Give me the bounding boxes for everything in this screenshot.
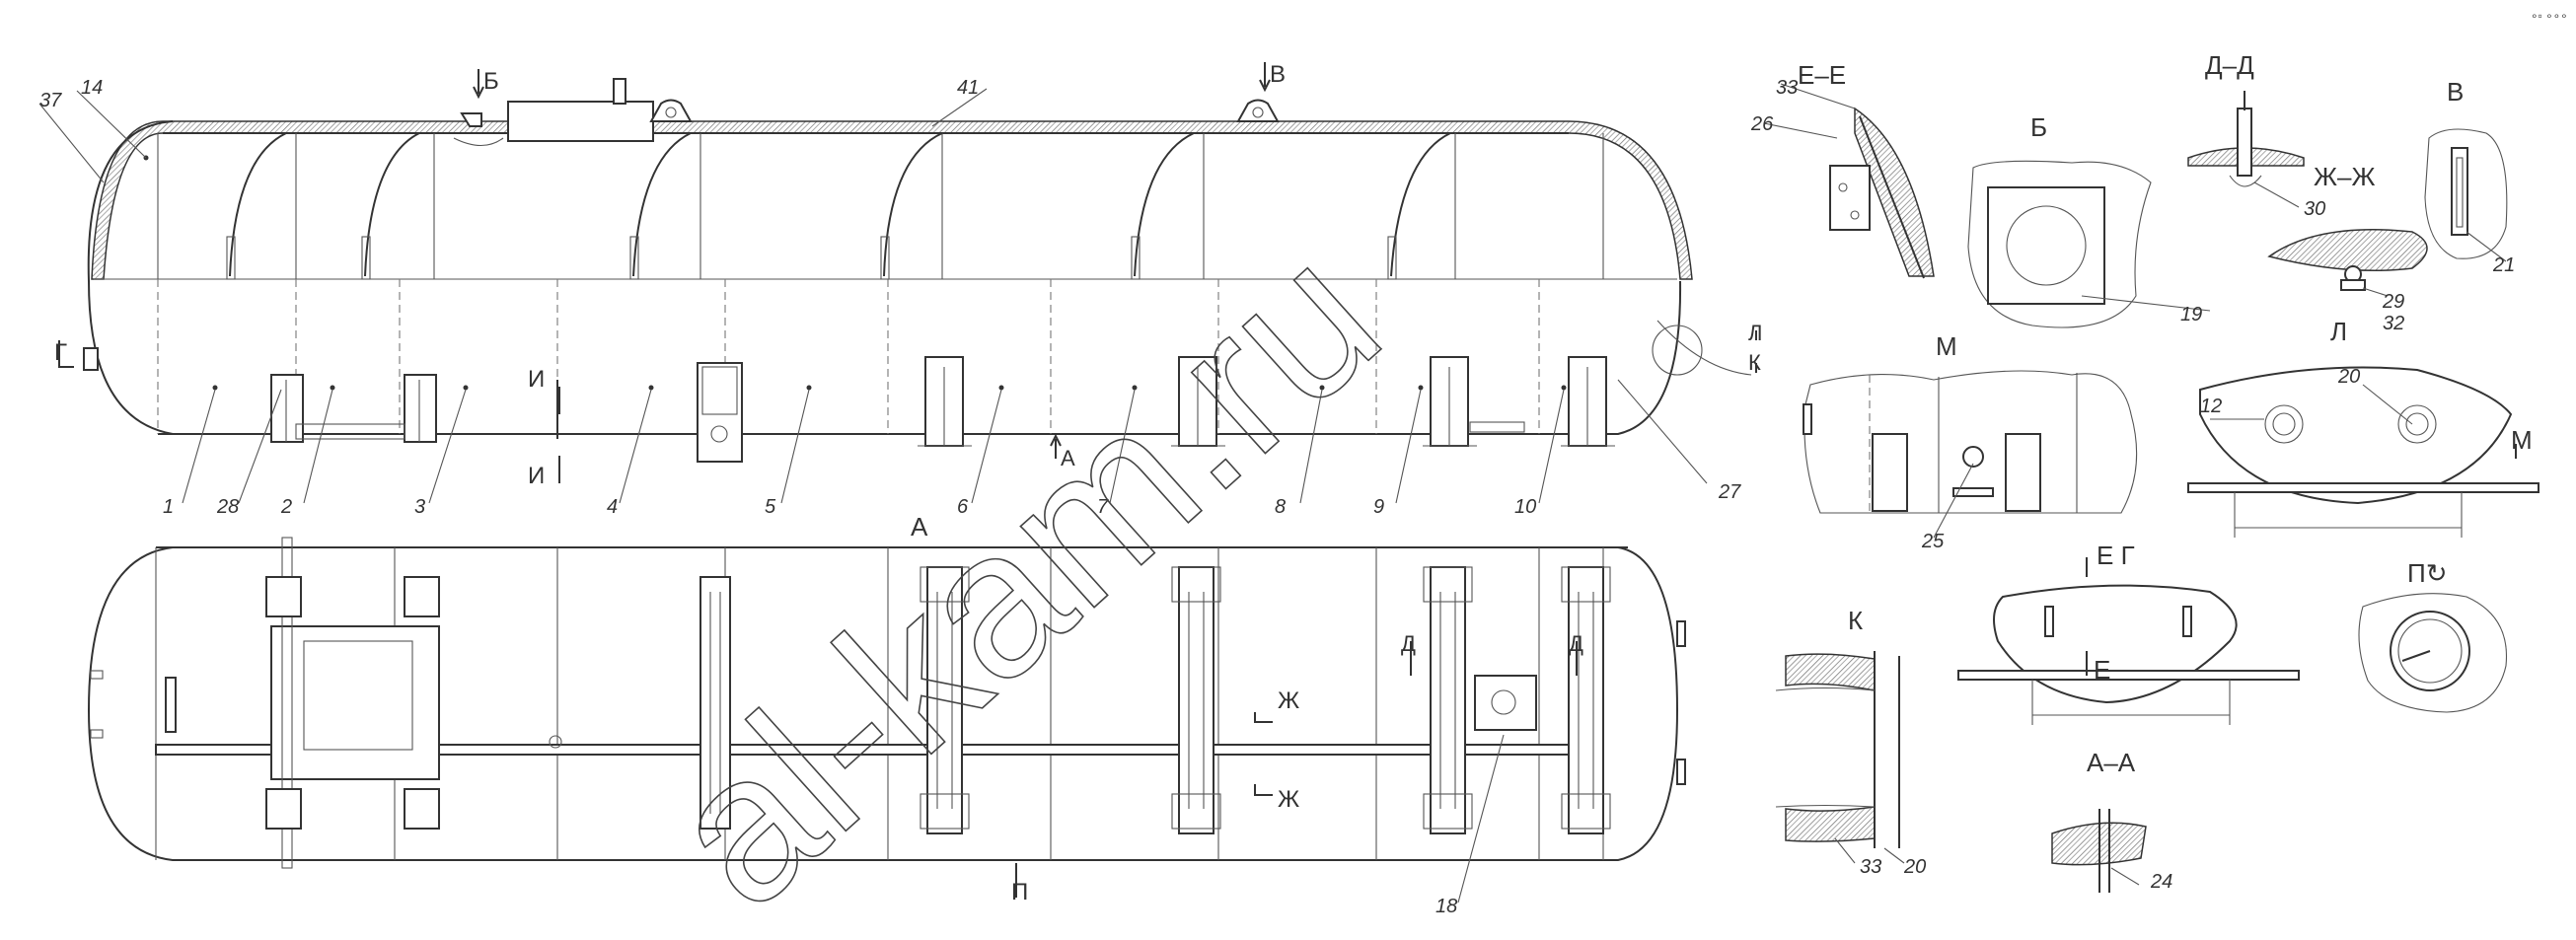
title-m: М — [1936, 331, 1957, 361]
callout-2: 2 — [280, 496, 292, 518]
mark-p-bot: П — [1011, 879, 1028, 905]
callout-18: 18 — [1435, 896, 1457, 917]
callout-14: 14 — [81, 77, 103, 99]
callout-27: 27 — [1718, 481, 1741, 503]
detail-p — [2358, 593, 2508, 713]
mark-i-top: И — [528, 366, 545, 393]
mark-d-right: Д — [1569, 631, 1583, 656]
title-l: Л — [2330, 317, 2347, 346]
mark-g-left: Г — [54, 339, 67, 366]
tank-side-view — [83, 78, 1693, 463]
callout-8: 8 — [1275, 496, 1286, 518]
title-k: К — [1848, 606, 1863, 635]
mark-zh-bot: Ж — [1278, 786, 1299, 813]
section-arrows — [58, 62, 2517, 898]
mark-a-view: А — [911, 512, 928, 542]
callout-26: 26 — [1750, 113, 1774, 135]
callout-12: 12 — [2200, 396, 2222, 417]
mark-d-left: Д — [1401, 631, 1416, 656]
mark-a-arrow: А — [1061, 446, 1075, 470]
detail-titles: Е–Е Б Д–Д В Ж–Ж М Л М К Е Г Е А–А П↻ — [1798, 50, 2533, 777]
callout-20a: 20 — [2337, 366, 2360, 388]
detail-l — [2187, 366, 2539, 538]
callout-32: 32 — [2383, 313, 2404, 334]
title-eg: Е Г — [2097, 541, 2135, 570]
callout-21: 21 — [2492, 254, 2515, 276]
callout-33b: 33 — [1860, 856, 1881, 878]
detail-aa — [1957, 584, 2300, 725]
detail-k — [1775, 651, 1900, 848]
section-letters: Б В Г И И А А Ж Ж Д Д П Л К — [54, 61, 1762, 905]
callout-3: 3 — [414, 496, 425, 518]
corner-text: ∘▫ ∘∘∘ — [2531, 9, 2568, 23]
mark-zh-top: Ж — [1278, 687, 1299, 714]
title-m-arrow: М — [2511, 425, 2533, 455]
title-zhzh: Ж–Ж — [2314, 162, 2375, 191]
mark-b-top: Б — [483, 68, 499, 95]
callout-6: 6 — [957, 496, 969, 518]
callout-24: 24 — [2150, 871, 2172, 893]
title-aa: А–А — [2087, 748, 2136, 777]
callout-37: 37 — [39, 90, 62, 111]
callout-19: 19 — [2180, 304, 2202, 325]
watermark: al-kam.ru — [624, 199, 1422, 940]
callout-20b: 20 — [1903, 856, 1926, 878]
callout-41: 41 — [957, 77, 979, 99]
callout-30: 30 — [2304, 198, 2325, 220]
callout-10: 10 — [1514, 496, 1536, 518]
detail-ee — [1829, 107, 1935, 279]
callout-25: 25 — [1921, 531, 1945, 552]
detail-m — [1803, 370, 2138, 514]
title-pu: П↻ — [2407, 558, 2447, 588]
callout-29: 29 — [2382, 291, 2404, 313]
title-dd: Д–Д — [2205, 50, 2254, 80]
callout-4: 4 — [607, 496, 618, 518]
title-b: Б — [2030, 112, 2047, 142]
callout-7: 7 — [1097, 496, 1109, 518]
mark-v-top: В — [1270, 61, 1286, 88]
detail-zhzh — [2267, 229, 2428, 291]
detail-24 — [2051, 809, 2147, 893]
detail-dd — [2187, 91, 2305, 187]
mark-k: К — [1748, 350, 1761, 375]
detail-b — [1967, 160, 2152, 328]
tank-top-view — [87, 537, 1686, 869]
mark-l: Л — [1748, 321, 1762, 345]
callout-5: 5 — [765, 496, 776, 518]
title-ee: Е–Е — [1798, 60, 1846, 90]
callout-9: 9 — [1373, 496, 1384, 518]
callout-labels: 37 14 41 1 28 2 3 4 5 6 7 8 9 10 27 18 3… — [39, 77, 2515, 917]
detail-v — [2424, 128, 2508, 259]
mark-i-bot: И — [528, 463, 545, 489]
callout-1: 1 — [163, 496, 174, 518]
callout-33a: 33 — [1776, 77, 1798, 99]
callout-28: 28 — [216, 496, 239, 518]
svg-text:al-kam.ru: al-kam.ru — [625, 200, 1422, 940]
leader-lines — [38, 83, 2507, 904]
title-v: В — [2447, 77, 2464, 107]
title-e-small: Е — [2094, 655, 2110, 685]
